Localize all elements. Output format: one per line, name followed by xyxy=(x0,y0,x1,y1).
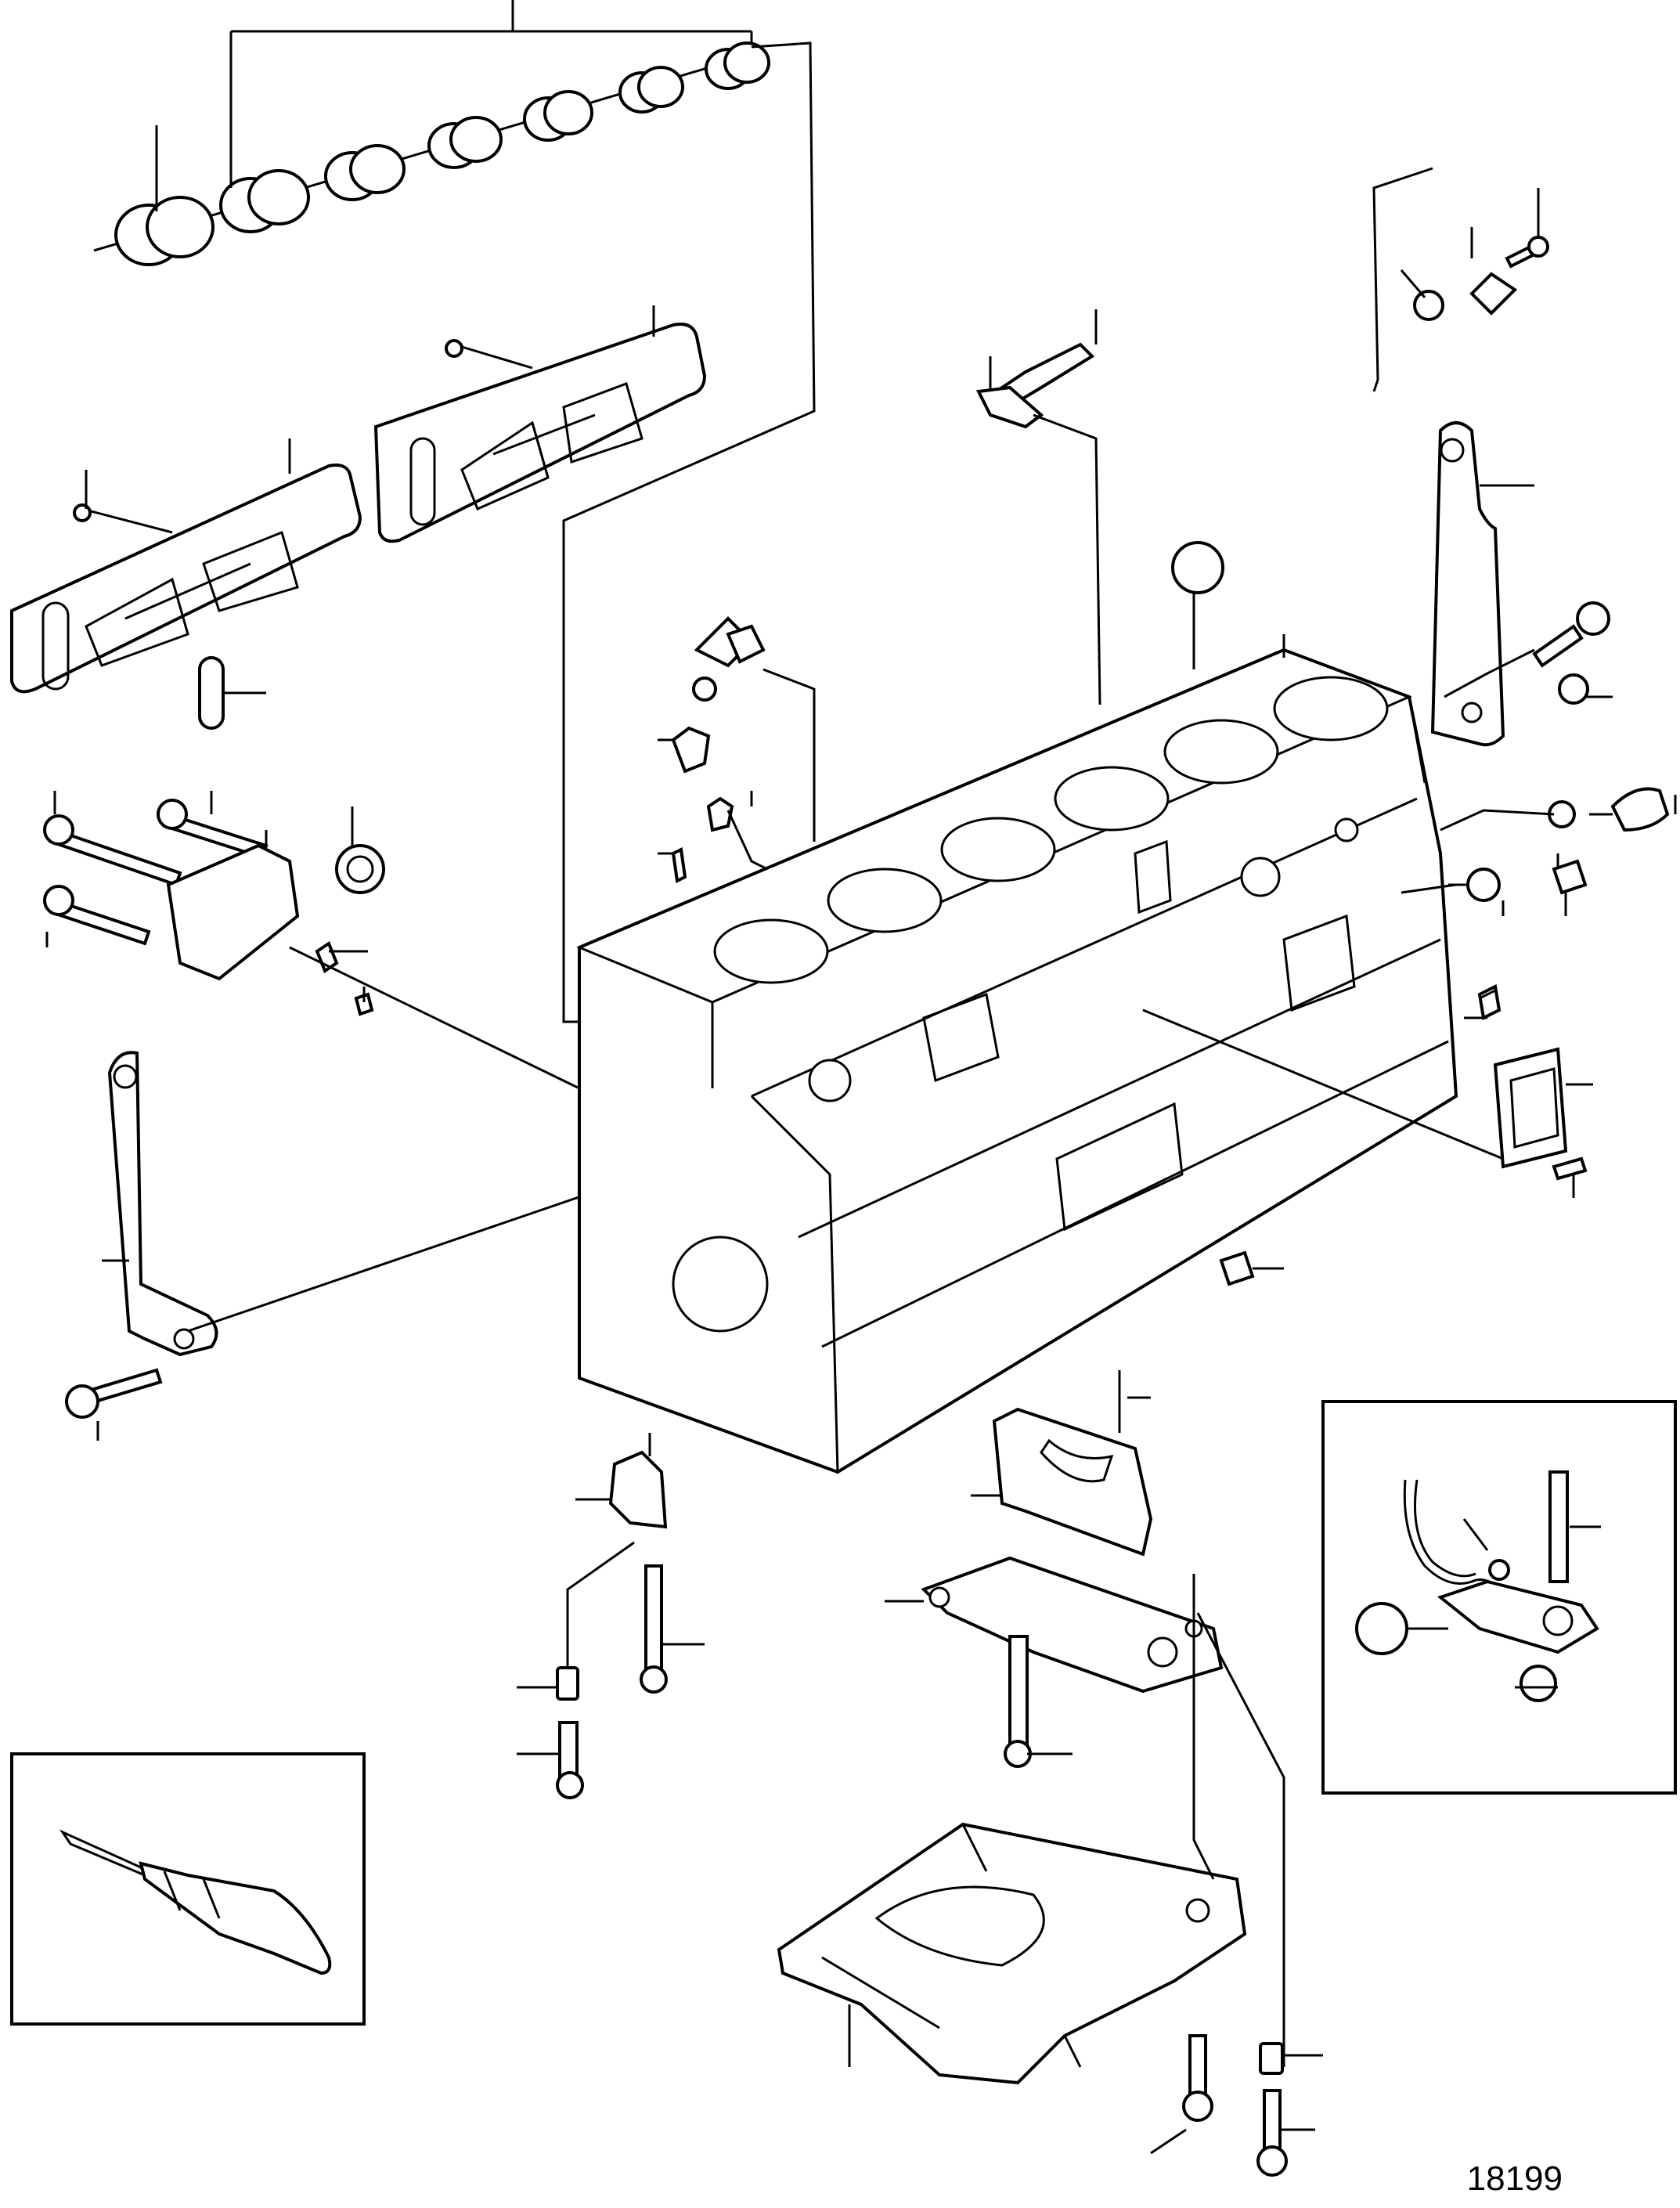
camshaft-bushings xyxy=(93,0,770,266)
top-fittings xyxy=(658,309,1101,884)
main-bearing-cap xyxy=(971,1370,1153,1557)
drain-plug xyxy=(1219,1250,1284,1286)
detail-callout-circle xyxy=(1355,1602,1408,1655)
oil-pan-frame xyxy=(777,1574,1323,2177)
front-cover-bolts xyxy=(43,791,580,1090)
plugs-right xyxy=(1401,787,1677,1020)
lower-bracket xyxy=(517,1433,1073,1799)
stiffener-plate xyxy=(885,1556,1224,1694)
lifting-eye-front xyxy=(65,1051,760,1441)
side-cover-2 xyxy=(10,438,362,694)
engine-block xyxy=(576,648,1458,1474)
figure-number: 18199 xyxy=(1466,2159,1563,2198)
temp-sensor-fittings xyxy=(1372,167,1549,392)
sealant-tube-inset xyxy=(10,1752,366,2026)
lifting-eye-rear xyxy=(1430,421,1613,747)
side-cover-1 xyxy=(373,305,707,543)
callout-circle xyxy=(1171,541,1224,594)
side-panel-rear xyxy=(1142,1008,1593,1198)
oil-pipe-detail-inset xyxy=(1321,1400,1677,1795)
seal-ring xyxy=(198,656,266,730)
